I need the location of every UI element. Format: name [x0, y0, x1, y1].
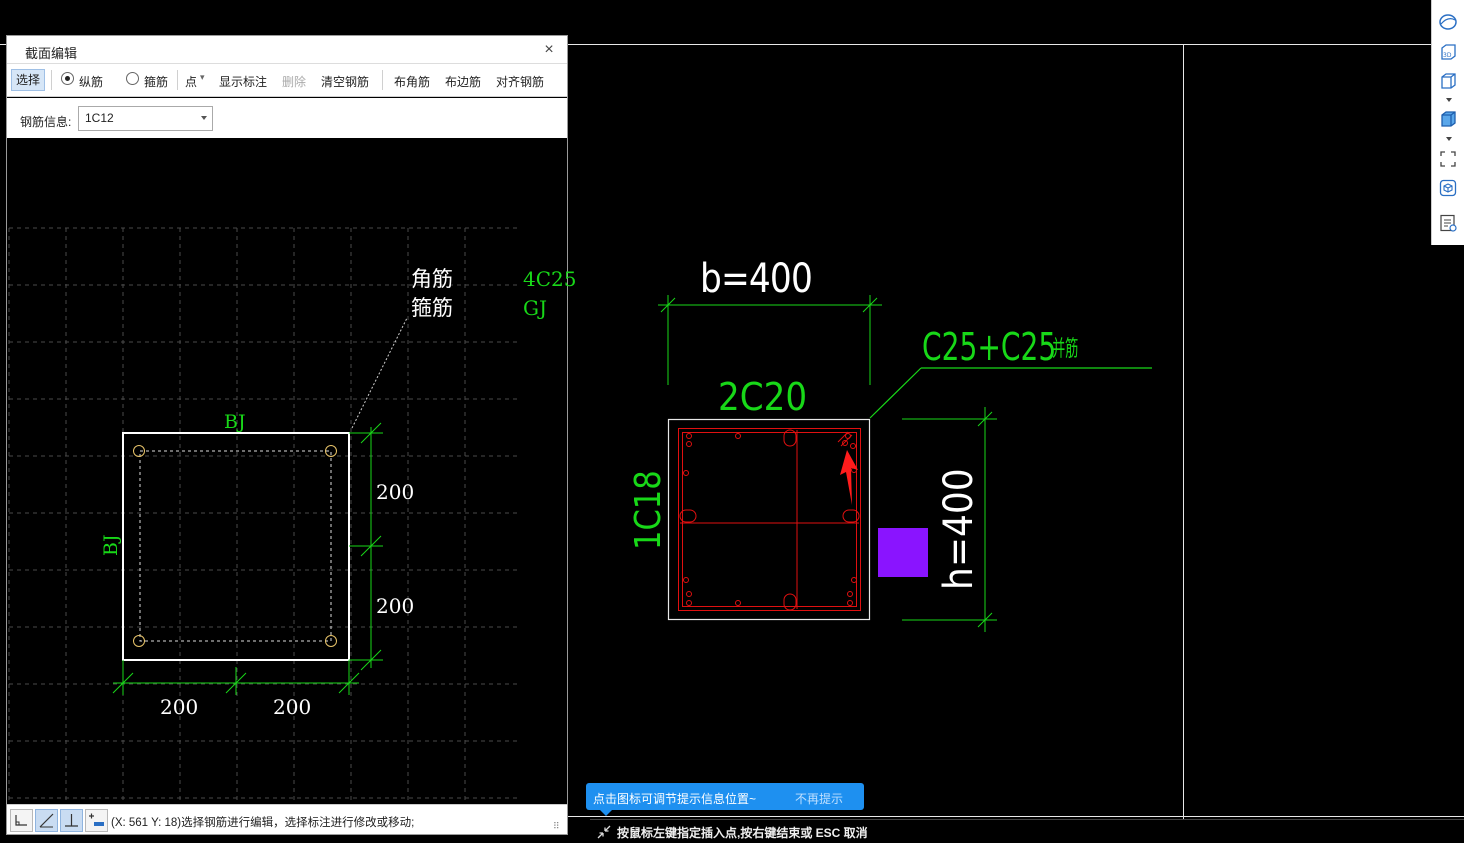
toolbar-separator: [382, 70, 383, 90]
fullscreen-icon[interactable]: [1437, 148, 1459, 170]
select-button[interactable]: 选择: [11, 69, 45, 91]
dynamic-input-icon[interactable]: [85, 809, 108, 832]
box-check-icon[interactable]: [1437, 177, 1459, 199]
callout-stirrup[interactable]: 箍筋: [411, 296, 453, 320]
dialog-status-bar: (X: 561 Y: 18)选择钢筋进行编辑，选择标注进行修改或移动; ⠿: [7, 804, 567, 834]
purple-highlight-block: [878, 528, 928, 577]
command-bar: 按鼠标左键指定插入点,按右键结束或 ESC 取消: [590, 819, 1464, 843]
toolbar-separator: [51, 70, 52, 90]
cube-outline-icon[interactable]: [1437, 70, 1459, 92]
corner-leader[interactable]: [869, 367, 1152, 419]
dialog-toolbar: 选择 纵筋 箍筋 点 ▾ 显示标注 删除 清空钢筋 布角筋 布边筋 对齐钢筋: [7, 64, 567, 97]
chevron-down-icon[interactable]: [201, 116, 207, 120]
toolbar-separator: [177, 70, 178, 90]
rebar-info-value: 1C12: [85, 111, 114, 125]
corner-rebar-label[interactable]: C25+C25: [922, 325, 1056, 369]
height-label[interactable]: h=400: [935, 468, 981, 590]
width-dimension[interactable]: [658, 295, 882, 385]
3d-view-icon[interactable]: 3D: [1437, 41, 1459, 63]
dialog-title: 截面编辑: [25, 46, 78, 61]
tooltip-pointer: [600, 810, 612, 816]
dim-right-top[interactable]: 200: [376, 480, 414, 504]
hint-tooltip[interactable]: 点击图标可调节提示信息位置~ 不再提示: [586, 783, 864, 810]
close-icon[interactable]: ×: [544, 41, 554, 58]
height-dimension[interactable]: [902, 407, 997, 632]
chevron-down-icon[interactable]: [1444, 96, 1454, 104]
resize-grip-icon[interactable]: ⠿: [553, 821, 560, 831]
svg-text:3D: 3D: [1443, 52, 1452, 59]
dim-bottom-right[interactable]: 200: [273, 695, 311, 719]
status-text: (X: 561 Y: 18)选择钢筋进行编辑，选择标注进行修改或移动;: [111, 817, 415, 829]
stirrup-lines[interactable]: [678, 428, 861, 611]
delete-button[interactable]: 删除: [282, 75, 307, 89]
cursor-arrow-icon: [840, 450, 858, 505]
top-rebar-label[interactable]: 2C20: [718, 374, 807, 419]
stirrup-label[interactable]: 箍筋: [144, 75, 169, 89]
cube-blue-icon[interactable]: [1437, 108, 1459, 130]
longitudinal-radio[interactable]: [61, 72, 74, 85]
left-rebar-label[interactable]: 1C18: [627, 470, 669, 550]
point-dropdown[interactable]: 点: [185, 75, 198, 89]
dismiss-hint-link[interactable]: 不再提示: [795, 792, 844, 806]
layers-sphere-icon[interactable]: [1437, 11, 1459, 33]
section-edit-dialog: 截面编辑 × 选择 纵筋 箍筋 点 ▾ 显示标注 删除 清空钢筋 布角筋 布边筋…: [6, 35, 576, 835]
rebar-dots[interactable]: [683, 433, 857, 606]
clear-rebar-button[interactable]: 清空钢筋: [321, 75, 370, 89]
corner-rebar-button[interactable]: 布角筋: [394, 75, 431, 89]
hint-message[interactable]: 点击图标可调节提示信息位置~: [593, 792, 757, 806]
properties-list-icon[interactable]: [1437, 212, 1459, 234]
callout-leader: [351, 317, 408, 429]
align-rebar-button[interactable]: 对齐钢筋: [496, 75, 545, 89]
corner-rebars[interactable]: [133, 445, 337, 647]
left-edge-label[interactable]: BJ: [100, 534, 122, 556]
show-label-button[interactable]: 显示标注: [219, 75, 268, 89]
dim-right-bottom[interactable]: 200: [376, 594, 414, 618]
point-dropdown-caret[interactable]: ▾: [200, 72, 205, 82]
corner-rebar-suffix: 并筋: [1052, 337, 1078, 362]
edge-rebar-button[interactable]: 布边筋: [445, 75, 482, 89]
bottom-dimension[interactable]: [112, 660, 360, 695]
stirrup-outline[interactable]: [139, 450, 332, 642]
chevron-down-icon[interactable]: [1444, 135, 1454, 143]
stirrup-spec[interactable]: GJ: [523, 296, 547, 320]
ortho-mode-icon[interactable]: [10, 809, 33, 832]
longitudinal-label[interactable]: 纵筋: [79, 75, 104, 89]
rebar-info-label: 钢筋信息:: [20, 115, 72, 129]
perpendicular-snap-icon[interactable]: [60, 809, 83, 832]
collapse-arrows-icon[interactable]: [596, 824, 612, 840]
callout-corner-rebar[interactable]: 角筋: [411, 267, 453, 291]
view-toolbar: 3D: [1431, 0, 1464, 245]
section-outline[interactable]: [122, 432, 350, 661]
column-section-outline[interactable]: [667, 418, 871, 621]
section-edit-canvas[interactable]: 角筋 箍筋 4C25 GJ BJ BJ 200 200: [7, 138, 576, 804]
top-edge-label[interactable]: BJ: [224, 411, 246, 433]
width-label[interactable]: b=400: [700, 254, 813, 301]
stirrup-radio[interactable]: [126, 72, 139, 85]
dialog-title-bar[interactable]: 截面编辑 ×: [7, 36, 567, 64]
rebar-info-row: 钢筋信息: 1C12: [7, 98, 567, 138]
right-dimension[interactable]: [349, 422, 383, 671]
polar-tracking-icon[interactable]: [35, 809, 58, 832]
dim-bottom-left[interactable]: 200: [160, 695, 198, 719]
rebar-info-combobox[interactable]: 1C12: [78, 106, 213, 131]
command-prompt: 按鼠标左键指定插入点,按右键结束或 ESC 取消: [617, 826, 868, 840]
corner-rebar-spec[interactable]: 4C25: [523, 267, 576, 291]
